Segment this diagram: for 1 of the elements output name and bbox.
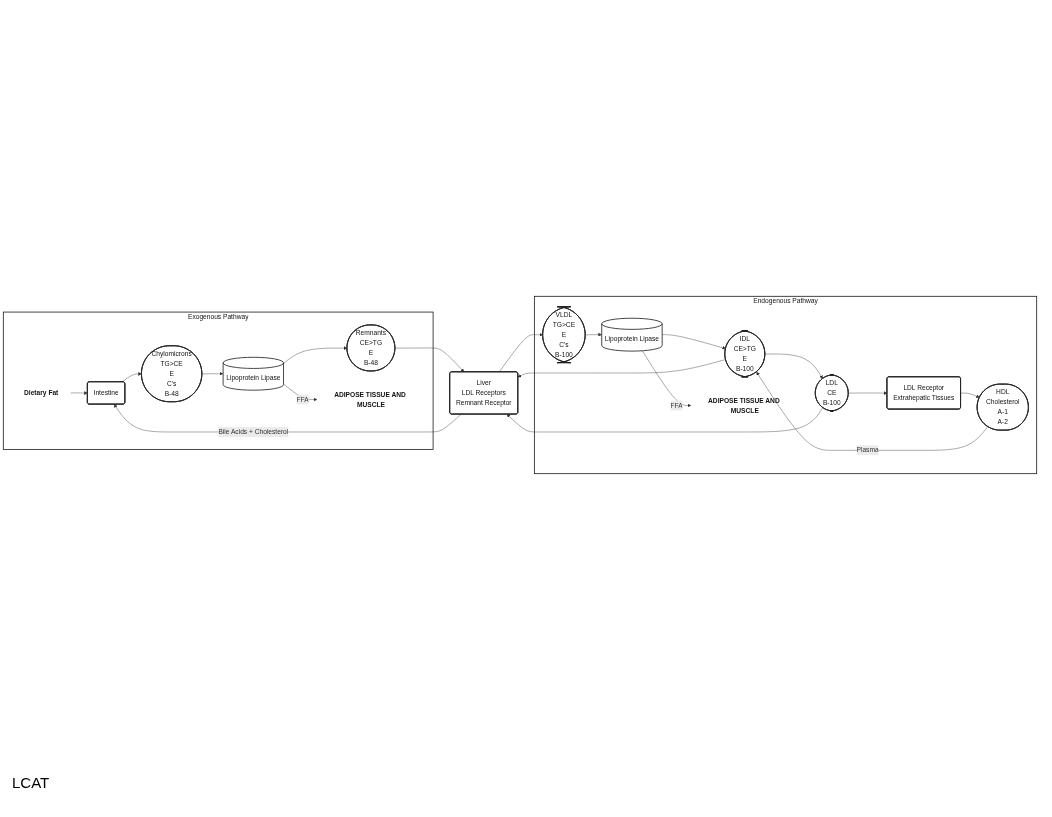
note-label: LCAT <box>12 774 50 791</box>
